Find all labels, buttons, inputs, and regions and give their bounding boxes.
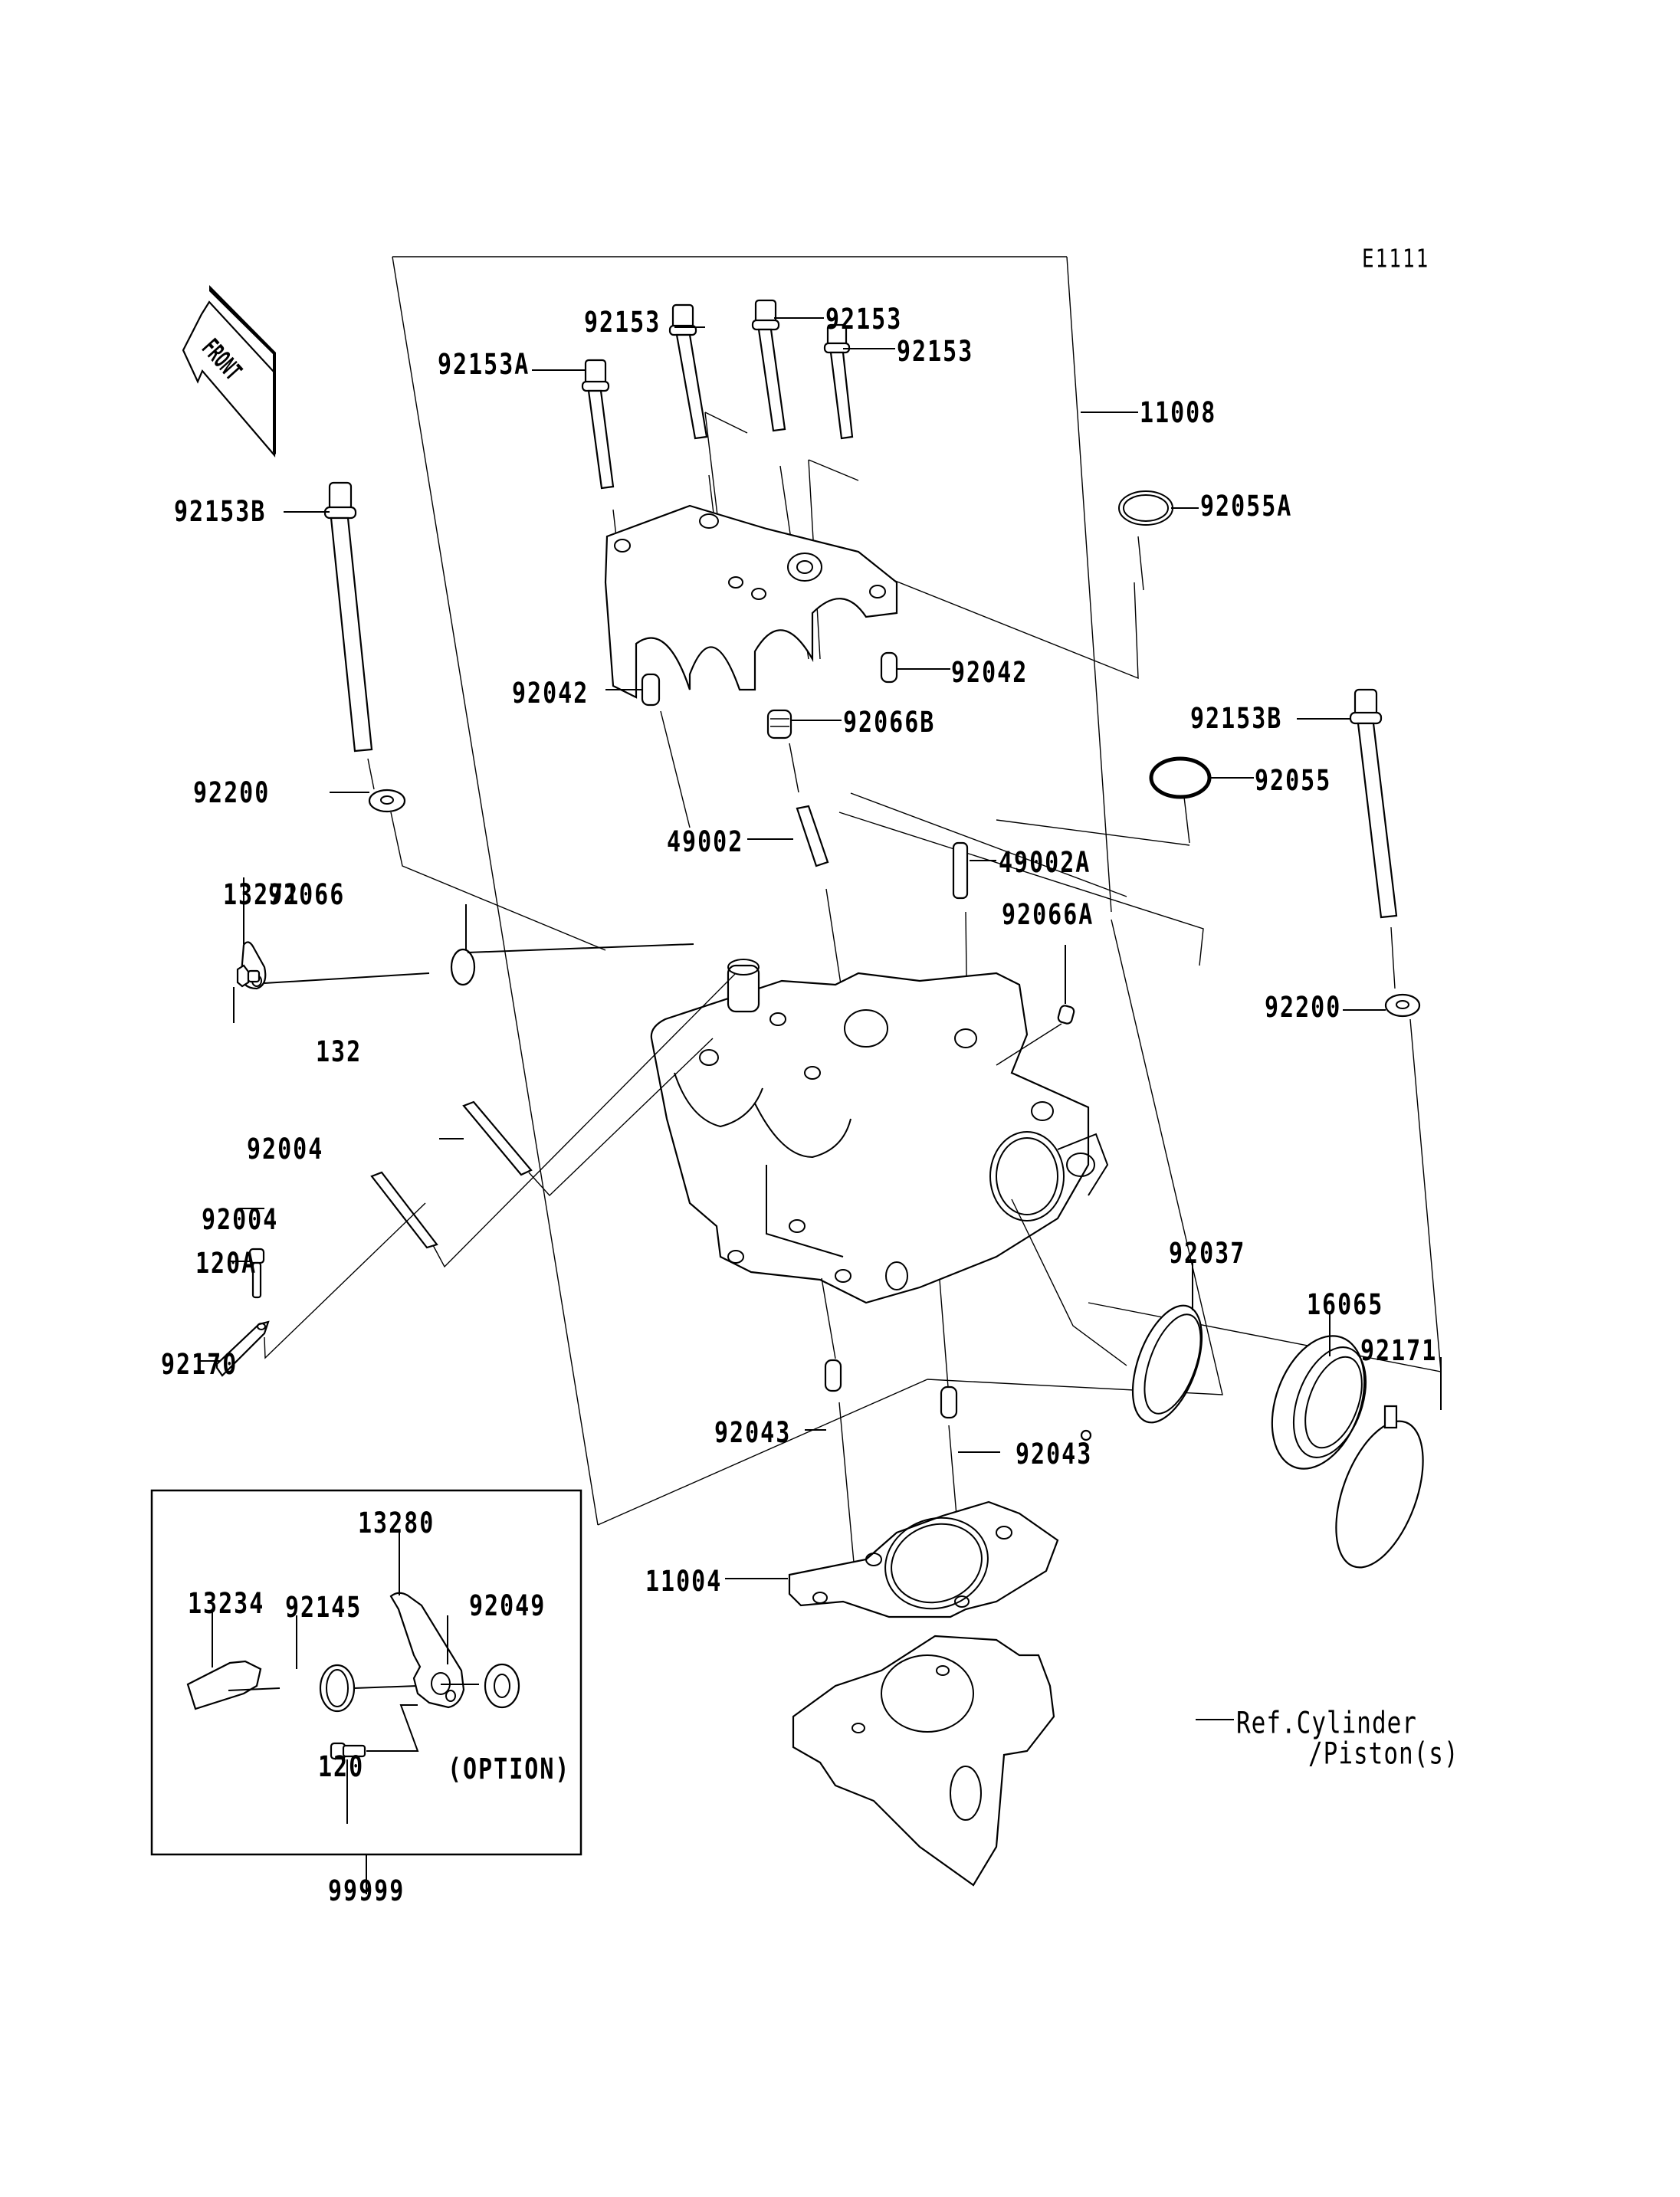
dowel-92042-left	[642, 674, 690, 828]
part-label-120A[interactable]: 120A	[195, 1247, 258, 1280]
part-label-92200[interactable]: 92200	[1265, 991, 1342, 1025]
option-label: (OPTION)	[448, 1753, 571, 1786]
leader-lines	[198, 318, 1441, 1824]
part-label-92200[interactable]: 92200	[193, 776, 271, 810]
assembly-outline-11008	[392, 257, 1222, 1525]
washer-92200-left	[369, 790, 605, 950]
part-label-92055A[interactable]: 92055A	[1200, 490, 1293, 523]
bolt-92153B-left	[325, 483, 374, 789]
part-label-49002[interactable]: 49002	[667, 825, 744, 859]
part-label-11008[interactable]: 11008	[1140, 396, 1217, 430]
part-label-92153[interactable]: 92153	[825, 303, 903, 336]
clamp-92037	[1081, 1297, 1216, 1440]
bolt-92153-b	[753, 300, 809, 659]
part-label-92055[interactable]: 92055	[1255, 764, 1332, 798]
bracket-92170	[217, 1203, 425, 1376]
part-label-120[interactable]: 120	[318, 1750, 365, 1784]
diagram-code: E1111	[1362, 244, 1430, 274]
plug-92066B	[768, 710, 799, 792]
bolt-120A	[250, 1249, 264, 1297]
stud-92004-a	[464, 1038, 713, 1195]
part-label-13271[interactable]: 13271	[223, 878, 300, 912]
oring-92055A	[1119, 491, 1173, 590]
option-kit-box	[152, 1490, 581, 1894]
part-label-92145[interactable]: 92145	[285, 1591, 363, 1625]
part-label-92066A[interactable]: 92066A	[1002, 898, 1094, 932]
part-label-92153B[interactable]: 92153B	[1190, 702, 1283, 736]
part-label-92153[interactable]: 92153	[897, 335, 974, 369]
bolt-132	[238, 966, 259, 986]
camshaft-cap	[605, 506, 897, 697]
intake-guide-line	[1012, 1199, 1127, 1366]
dowel-92043-left	[822, 1278, 855, 1571]
plug-92066A	[996, 1005, 1075, 1065]
part-label-92170[interactable]: 92170	[161, 1348, 238, 1382]
part-label-92066B[interactable]: 92066B	[843, 706, 936, 739]
bolt-92153-c	[825, 325, 852, 438]
front-arrow-icon: FRONT	[183, 285, 276, 455]
part-label-92153[interactable]: 92153	[584, 306, 661, 339]
part-label-13280[interactable]: 13280	[358, 1507, 435, 1540]
part-label-92004[interactable]: 92004	[202, 1203, 279, 1237]
part-label-92043[interactable]: 92043	[714, 1416, 792, 1450]
part-label-92037[interactable]: 92037	[1169, 1237, 1246, 1271]
part-label-49002A[interactable]: 49002A	[999, 846, 1091, 880]
ref-cylinder-label[interactable]: Ref.Cylinder	[1236, 1706, 1417, 1741]
part-label-92049[interactable]: 92049	[469, 1589, 546, 1623]
part-label-92153A[interactable]: 92153A	[438, 348, 530, 382]
part-label-92042[interactable]: 92042	[951, 656, 1029, 690]
part-label-13234[interactable]: 13234	[188, 1587, 265, 1621]
part-label-92042[interactable]: 92042	[512, 677, 589, 710]
bracket-13271	[241, 942, 429, 989]
part-label-92171[interactable]: 92171	[1360, 1334, 1438, 1368]
clamp-92171	[1319, 1406, 1441, 1579]
dowel-92042-right	[881, 653, 897, 682]
cylinder-reference	[793, 1636, 1054, 1885]
part-label-92153B[interactable]: 92153B	[174, 495, 267, 529]
dowel-92043-right	[940, 1280, 962, 1579]
part-label-92004[interactable]: 92004	[247, 1133, 324, 1166]
stud-92004-b	[372, 973, 736, 1267]
part-label-132[interactable]: 132	[316, 1035, 363, 1069]
cylinder-head	[651, 959, 1107, 1303]
oring-92055	[996, 759, 1209, 845]
intake-boot-16065	[1255, 1323, 1382, 1482]
part-label-11004[interactable]: 11004	[645, 1565, 723, 1599]
part-label-92066[interactable]: 92066	[268, 878, 346, 912]
part-label-16065[interactable]: 16065	[1307, 1288, 1384, 1322]
part-label-99999[interactable]: 99999	[328, 1874, 405, 1908]
cap-92066	[451, 944, 694, 985]
bolt-92153B-right	[1350, 690, 1396, 989]
washer-92200-right	[1088, 995, 1441, 1372]
ref-piston-label[interactable]: /Piston(s)	[1308, 1736, 1459, 1772]
part-label-92043[interactable]: 92043	[1016, 1438, 1093, 1471]
head-gasket-11004	[789, 1502, 1058, 1623]
